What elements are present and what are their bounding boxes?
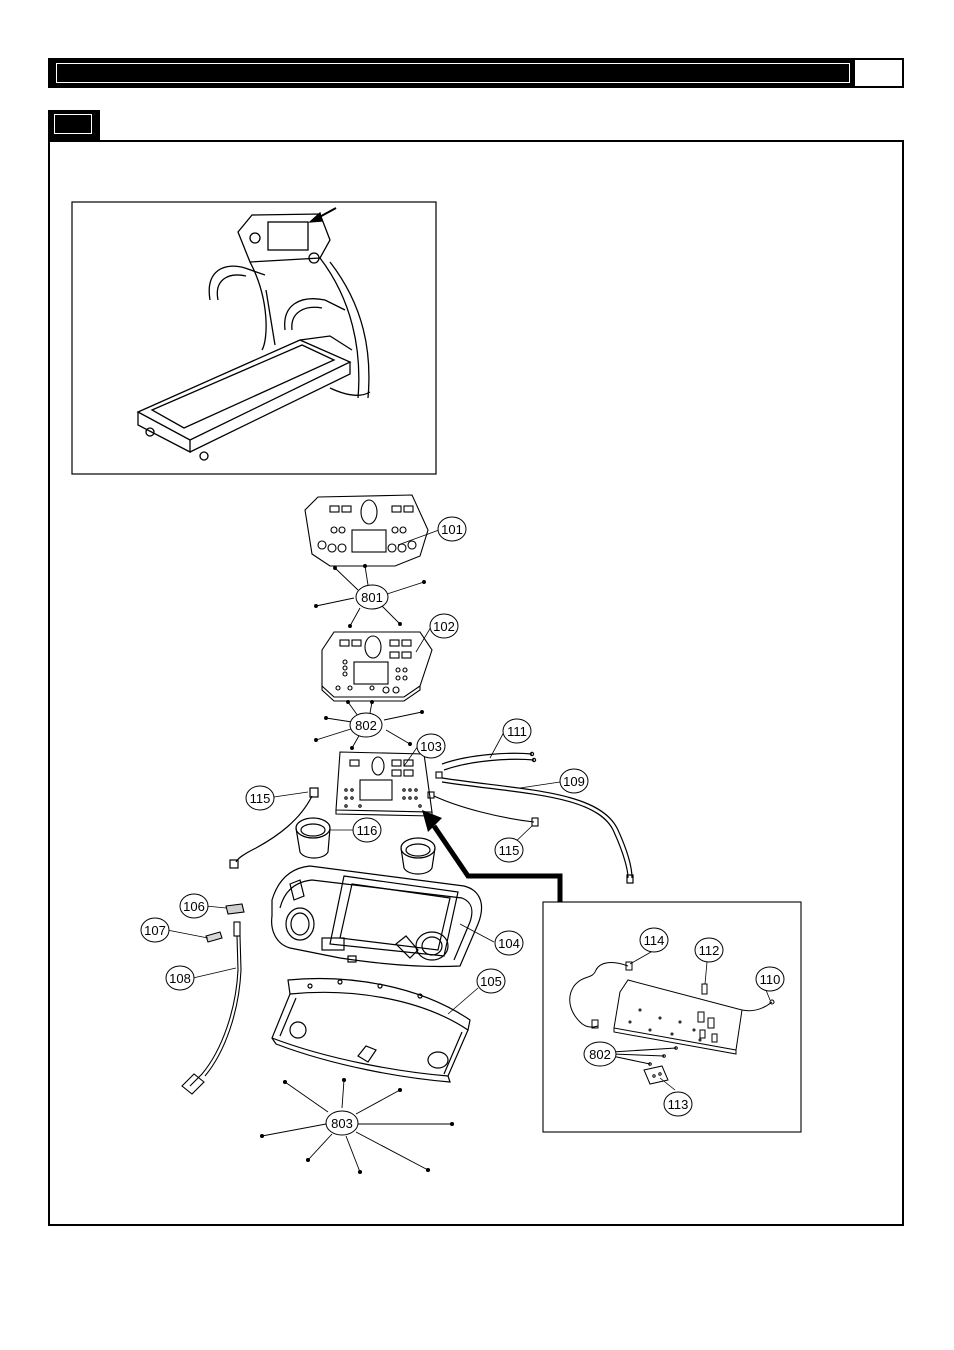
label-801: 801 — [361, 590, 383, 605]
label-113: 113 — [668, 1097, 689, 1112]
callout-107 — [140, 917, 170, 943]
label-111: 111 — [507, 724, 527, 739]
cable-109 — [441, 777, 634, 884]
label-802-inset: 802 — [589, 1047, 611, 1062]
callout-104 — [494, 930, 524, 956]
cable-115-left — [229, 787, 319, 869]
callout-111 — [502, 718, 532, 744]
callout-106 — [179, 893, 209, 919]
callout-802 — [349, 712, 383, 738]
label-106: 106 — [183, 899, 205, 914]
callout-103 — [416, 733, 446, 759]
callout-115 — [245, 785, 275, 811]
screws-802-upper — [314, 700, 424, 750]
screws-801 — [314, 564, 426, 628]
label-107: 107 — [144, 923, 166, 938]
header-bar-inner — [56, 63, 850, 83]
label-109: 109 — [563, 774, 585, 789]
label-115-left: 115 — [250, 791, 271, 806]
part-101-overlay — [304, 494, 429, 567]
detail-arrow — [422, 810, 563, 902]
label-114: 114 — [644, 933, 665, 948]
part-105-rear-housing — [271, 977, 471, 1083]
label-112: 112 — [699, 943, 720, 958]
callout-801 — [355, 584, 389, 610]
callouts — [140, 516, 785, 1136]
cable-115-right — [433, 795, 539, 827]
callout-803 — [325, 1110, 359, 1136]
label-803: 803 — [331, 1116, 353, 1131]
callout-802 — [583, 1041, 617, 1067]
screws-803 — [259, 1077, 455, 1175]
detail-inset — [542, 901, 802, 1133]
callout-115 — [494, 837, 524, 863]
cable-111 — [441, 751, 537, 771]
section-tab-inner — [54, 114, 92, 134]
parts-106-107-108 — [181, 903, 245, 1095]
header-bar — [48, 58, 904, 88]
label-802: 802 — [355, 718, 377, 733]
label-101: 101 — [441, 522, 463, 537]
page-number-box — [852, 60, 902, 86]
overview-treadmill-illustration — [71, 201, 437, 475]
label-104: 104 — [498, 936, 520, 951]
callout-labels: 101 801 102 802 103 111 109 115 116 115 … — [144, 522, 780, 1131]
label-105: 105 — [480, 974, 502, 989]
part-102-console-panel — [321, 631, 433, 702]
label-102: 102 — [433, 619, 455, 634]
label-116: 116 — [357, 823, 378, 838]
part-104-console-housing — [271, 865, 483, 968]
part-103-circuit-board — [335, 751, 443, 817]
callout-101 — [437, 516, 467, 542]
part-116-speakers — [295, 817, 436, 875]
callout-109 — [559, 768, 589, 794]
label-110: 110 — [760, 972, 781, 987]
callout-114 — [639, 927, 669, 953]
label-115-right: 115 — [499, 843, 520, 858]
callout-102 — [429, 613, 459, 639]
callout-112 — [694, 937, 724, 963]
callout-108 — [165, 965, 195, 991]
callout-116 — [352, 817, 382, 843]
label-108: 108 — [169, 971, 191, 986]
diagram-frame — [48, 140, 904, 1226]
callout-110 — [755, 966, 785, 992]
section-tab — [48, 110, 100, 140]
callout-105 — [476, 968, 506, 994]
callout-113 — [663, 1091, 693, 1117]
label-103: 103 — [420, 739, 442, 754]
leader-lines — [166, 529, 771, 1091]
